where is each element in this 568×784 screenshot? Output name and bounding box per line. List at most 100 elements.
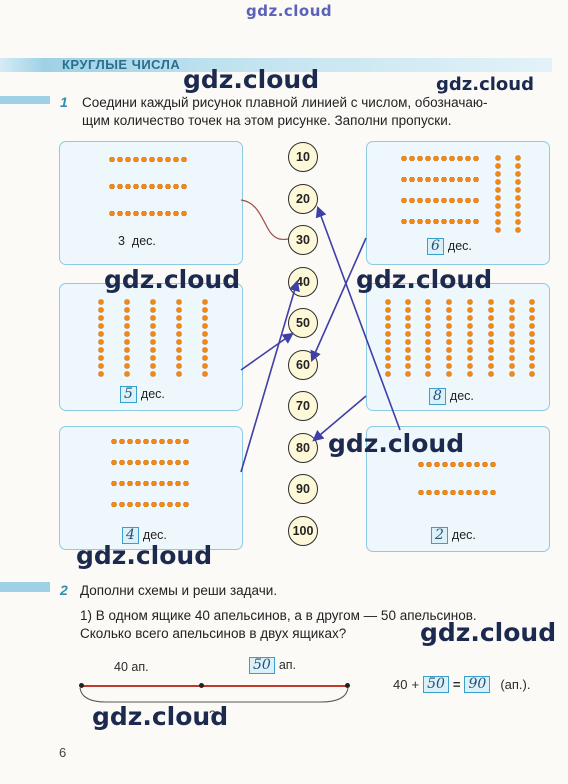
task-marker-band <box>0 96 50 104</box>
dot-row <box>110 460 190 465</box>
answer-box: 5 <box>120 386 137 403</box>
watermark: gdz.cloud <box>183 65 320 94</box>
dot-row <box>417 462 497 467</box>
watermark: gdz.cloud <box>328 429 465 458</box>
section-header-band <box>0 58 552 72</box>
watermark: gdz.cloud <box>92 702 229 731</box>
dot-column <box>467 298 473 378</box>
dot-row <box>108 211 188 216</box>
arrow-card6-to-60 <box>310 237 367 363</box>
task2-sub1-line1: 1) В одном ящике 40 апельсинов, а в друг… <box>80 608 477 623</box>
card-unit: дес. <box>449 389 474 403</box>
equation: 40 + 50 = 90 (ап.). <box>393 676 530 693</box>
task2-marker-band <box>0 582 50 592</box>
card-left-1: 3 дес. <box>59 141 243 265</box>
scheme-segment <box>81 685 348 687</box>
scheme-question-mark: ? <box>209 708 216 722</box>
task2-number: 2 <box>60 582 68 598</box>
card-unit: дес. <box>131 234 156 248</box>
dot-row <box>400 219 480 224</box>
watermark-top: gdz.cloud <box>246 2 333 20</box>
task2-sub1-line2: Сколько всего апельсинов в двух ящиках? <box>80 626 347 641</box>
equation-term-a: 40 <box>393 677 408 692</box>
dot-column <box>405 298 411 378</box>
task1-text-line2: щим количество точек на этом рисунке. За… <box>82 113 452 128</box>
dot-row <box>417 490 497 495</box>
answer-box: 90 <box>464 676 491 693</box>
scheme-right-unit: ап. <box>278 658 297 672</box>
answer-box: 4 <box>122 527 139 544</box>
number-circle-90: 90 <box>288 474 318 504</box>
dot-column <box>98 298 104 378</box>
equation-unit: (ап.). <box>500 677 531 692</box>
dot-column <box>425 298 431 378</box>
scheme-point <box>79 683 84 688</box>
watermark: gdz.cloud <box>436 74 534 95</box>
dot-row <box>108 184 188 189</box>
dot-column <box>446 298 452 378</box>
dot-row <box>400 198 480 203</box>
watermark: gdz.cloud <box>76 541 213 570</box>
watermark: gdz.cloud <box>104 265 241 294</box>
section-title: КРУГЛЫЕ ЧИСЛА <box>62 57 181 72</box>
card-value: 3 <box>118 234 125 248</box>
number-circle-20: 20 <box>288 184 318 214</box>
dot-column <box>495 154 501 234</box>
scheme-brace <box>79 687 349 703</box>
number-circle-70: 70 <box>288 391 318 421</box>
dot-column <box>488 298 494 378</box>
dot-row <box>400 156 480 161</box>
dot-column <box>385 298 391 378</box>
arrow-card2-to-20 <box>315 205 401 431</box>
line-card3-to-30 <box>240 199 289 241</box>
dot-row <box>110 502 190 507</box>
task1-number: 1 <box>60 94 68 110</box>
number-circle-80: 80 <box>288 433 318 463</box>
card-label: 3 дес. <box>118 234 156 248</box>
dot-column <box>202 298 208 378</box>
dot-column <box>515 154 521 234</box>
card-unit: дес. <box>142 528 167 542</box>
number-circle-100: 100 <box>288 516 318 546</box>
dot-row <box>400 177 480 182</box>
card-unit: дес. <box>447 239 472 253</box>
equation-equals: = <box>452 677 461 692</box>
card-unit: дес. <box>140 387 165 401</box>
answer-box: 8 <box>429 388 446 405</box>
watermark: gdz.cloud <box>420 618 557 647</box>
arrow-card4-to-40 <box>240 279 300 473</box>
card-unit: дес. <box>451 528 476 542</box>
dot-column <box>124 298 130 378</box>
scheme-point <box>199 683 204 688</box>
answer-box: 2 <box>431 527 448 544</box>
arrow-card5-to-50 <box>240 332 294 371</box>
answer-box: 50 <box>249 657 275 674</box>
dot-row <box>108 157 188 162</box>
watermark: gdz.cloud <box>356 265 493 294</box>
answer-box: 6 <box>427 238 444 255</box>
dot-row <box>110 481 190 486</box>
task1-text-line1: Соедини каждый рисунок плавной линией с … <box>82 95 488 110</box>
number-circle-10: 10 <box>288 142 318 172</box>
dot-column <box>509 298 515 378</box>
arrow-card8-to-80 <box>312 395 367 442</box>
dot-column <box>176 298 182 378</box>
answer-box: 50 <box>423 676 449 693</box>
equation-plus: + <box>411 677 420 692</box>
scheme-point <box>345 683 350 688</box>
page-number: 6 <box>59 745 67 760</box>
dot-column <box>150 298 156 378</box>
dot-row <box>110 439 190 444</box>
dot-column <box>529 298 535 378</box>
